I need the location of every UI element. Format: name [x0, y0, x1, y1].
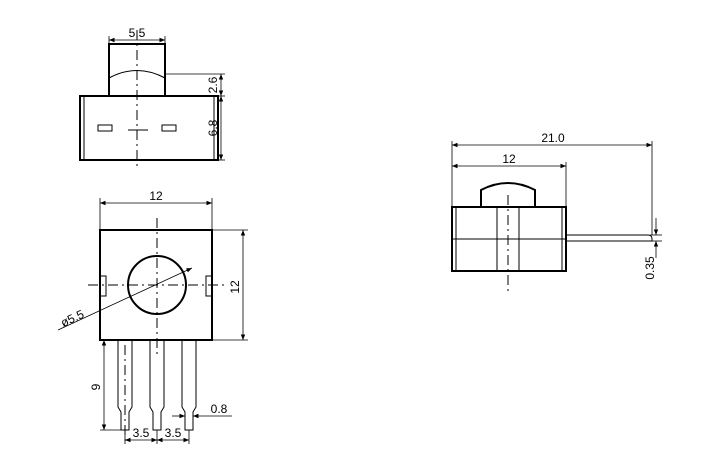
- side-view: 21.0 12 0.35: [451, 131, 662, 292]
- front-view: ø5.5 12 12 9 0.8 3: [57, 189, 248, 445]
- dim-top-width: 5.5: [129, 26, 146, 40]
- dim-body-depth: 6.8: [206, 119, 220, 136]
- side-view-lead: [566, 234, 653, 242]
- dim-knob-diameter: ø5.5: [58, 307, 86, 330]
- dim-pitch-right: 3.5: [165, 426, 182, 440]
- dim-lead-thickness: 0.35: [643, 256, 657, 280]
- dim-pin-width: 0.8: [211, 402, 228, 416]
- dim-top-height: 2.6: [206, 76, 220, 93]
- top-view: 5.5 2.6 6.8: [79, 26, 225, 166]
- dim-pin-length: 9: [89, 383, 103, 390]
- side-view-knob: [480, 182, 536, 207]
- dim-front-width: 12: [149, 189, 163, 203]
- top-view-body: [79, 95, 219, 161]
- dim-pitch-left: 3.5: [133, 426, 150, 440]
- dim-side-body-width: 12: [502, 152, 516, 166]
- dim-front-height: 12: [228, 280, 242, 294]
- dim-side-total-length: 21.0: [541, 131, 565, 145]
